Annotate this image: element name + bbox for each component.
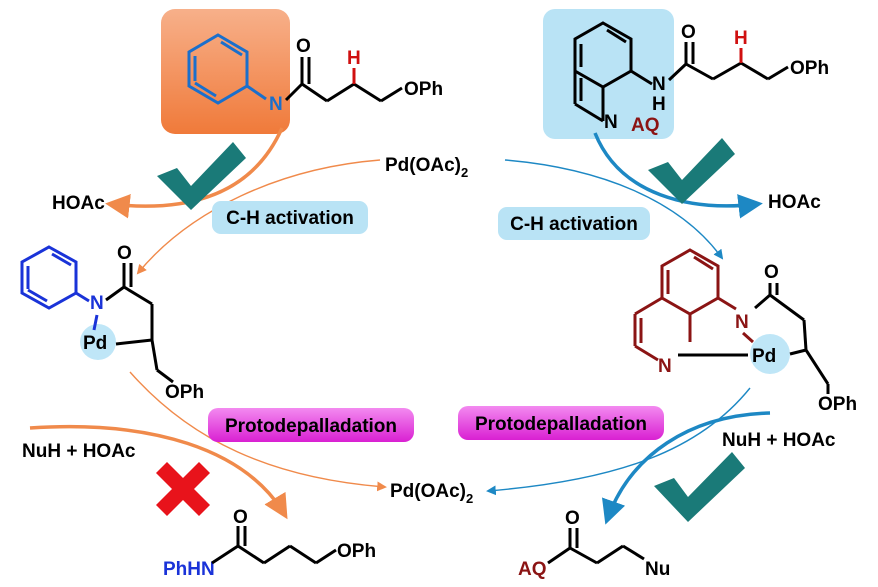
ch-activation-left-box — [212, 201, 368, 234]
cycle-arrow-top-right — [504, 159, 724, 260]
cycle-arrow-bottom-right — [486, 387, 751, 496]
cycle-arrow-bottom-left — [129, 371, 387, 492]
catalyst-top: Pd(OAc)2 — [385, 155, 468, 180]
left-pd-circle — [80, 324, 116, 360]
hoac-arrow-left — [105, 127, 284, 219]
check-icon-bottom-right — [654, 452, 745, 522]
hoac-left: HOAc — [52, 193, 105, 214]
left-palladacycle-o: O — [117, 243, 132, 264]
left-product-o: O — [233, 507, 248, 528]
right-product-o: O — [565, 508, 580, 529]
left-substrate-o: O — [296, 36, 311, 57]
right-palladacycle-pd: Pd — [752, 346, 776, 367]
right-substrate-nh-n: N — [652, 74, 666, 95]
right-palladacycle-quinoline — [633, 248, 737, 362]
right-substrate-ring-n: N — [604, 112, 618, 133]
left-substrate-n: N — [269, 94, 283, 115]
hoac-right: HOAc — [768, 192, 821, 213]
right-palladacycle-n1: N — [735, 312, 749, 333]
right-substrate-h: H — [734, 28, 748, 49]
right-product-aq: AQ — [518, 559, 547, 580]
left-substrate-bond-ph-n — [246, 84, 267, 101]
right-pd-circle — [750, 334, 790, 374]
nuh-right: NuH + HOAc — [722, 430, 836, 451]
protodepalladation-left: Protodepalladation — [225, 416, 397, 437]
right-palladacycle-oph: OPh — [818, 394, 857, 415]
left-substrate-h: H — [347, 48, 361, 69]
right-palladacycle-bonds — [678, 283, 830, 394]
left-palladacycle-oph: OPh — [165, 382, 204, 403]
right-palladacycle-n2: N — [658, 356, 672, 377]
right-substrate-aq-label: AQ — [631, 115, 660, 136]
left-palladacycle-n: N — [90, 293, 104, 314]
cross-icon — [156, 462, 210, 516]
hoac-arrow-right — [593, 132, 763, 219]
left-substrate-phenyl — [187, 33, 249, 105]
right-product-chain — [547, 528, 645, 565]
ch-activation-right-box — [498, 207, 650, 240]
left-palladacycle-pd: Pd — [83, 333, 107, 354]
left-substrate-oph: OPh — [404, 79, 443, 100]
protodepalladation-right: Protodepalladation — [475, 414, 647, 435]
right-substrate-oph: OPh — [790, 58, 829, 79]
right-substrate-nh-h: H — [652, 94, 666, 115]
right-palladacycle-o: O — [764, 262, 779, 283]
left-palladacycle-bonds — [92, 263, 174, 384]
left-substrate-chain — [284, 57, 403, 103]
right-substrate-quinoline — [573, 21, 653, 123]
check-icon-top-left — [157, 142, 246, 210]
check-icon-top-right — [648, 138, 735, 204]
nuh-arrow-left — [29, 424, 288, 520]
right-substrate-chain — [667, 42, 789, 82]
catalyst-bottom: Pd(OAc)2 — [390, 481, 473, 506]
ch-activation-left: C-H activation — [226, 208, 354, 229]
right-substrate-o: O — [681, 22, 696, 43]
ch-activation-right: C-H activation — [510, 214, 638, 235]
left-product-oph: OPh — [337, 541, 376, 562]
protodepalladation-left-box — [208, 408, 414, 442]
nuh-arrow-right — [602, 411, 771, 525]
right-product-nu: Nu — [645, 559, 670, 580]
cycle-arrow-top-left — [136, 159, 381, 275]
left-product-chain — [211, 526, 337, 565]
left-product-phhn: PhHN — [163, 559, 215, 580]
left-palladacycle-phenyl — [20, 245, 90, 310]
protodepalladation-right-box — [458, 406, 664, 440]
left-substrate-highlight — [161, 9, 290, 134]
nuh-left: NuH + HOAc — [22, 441, 136, 462]
